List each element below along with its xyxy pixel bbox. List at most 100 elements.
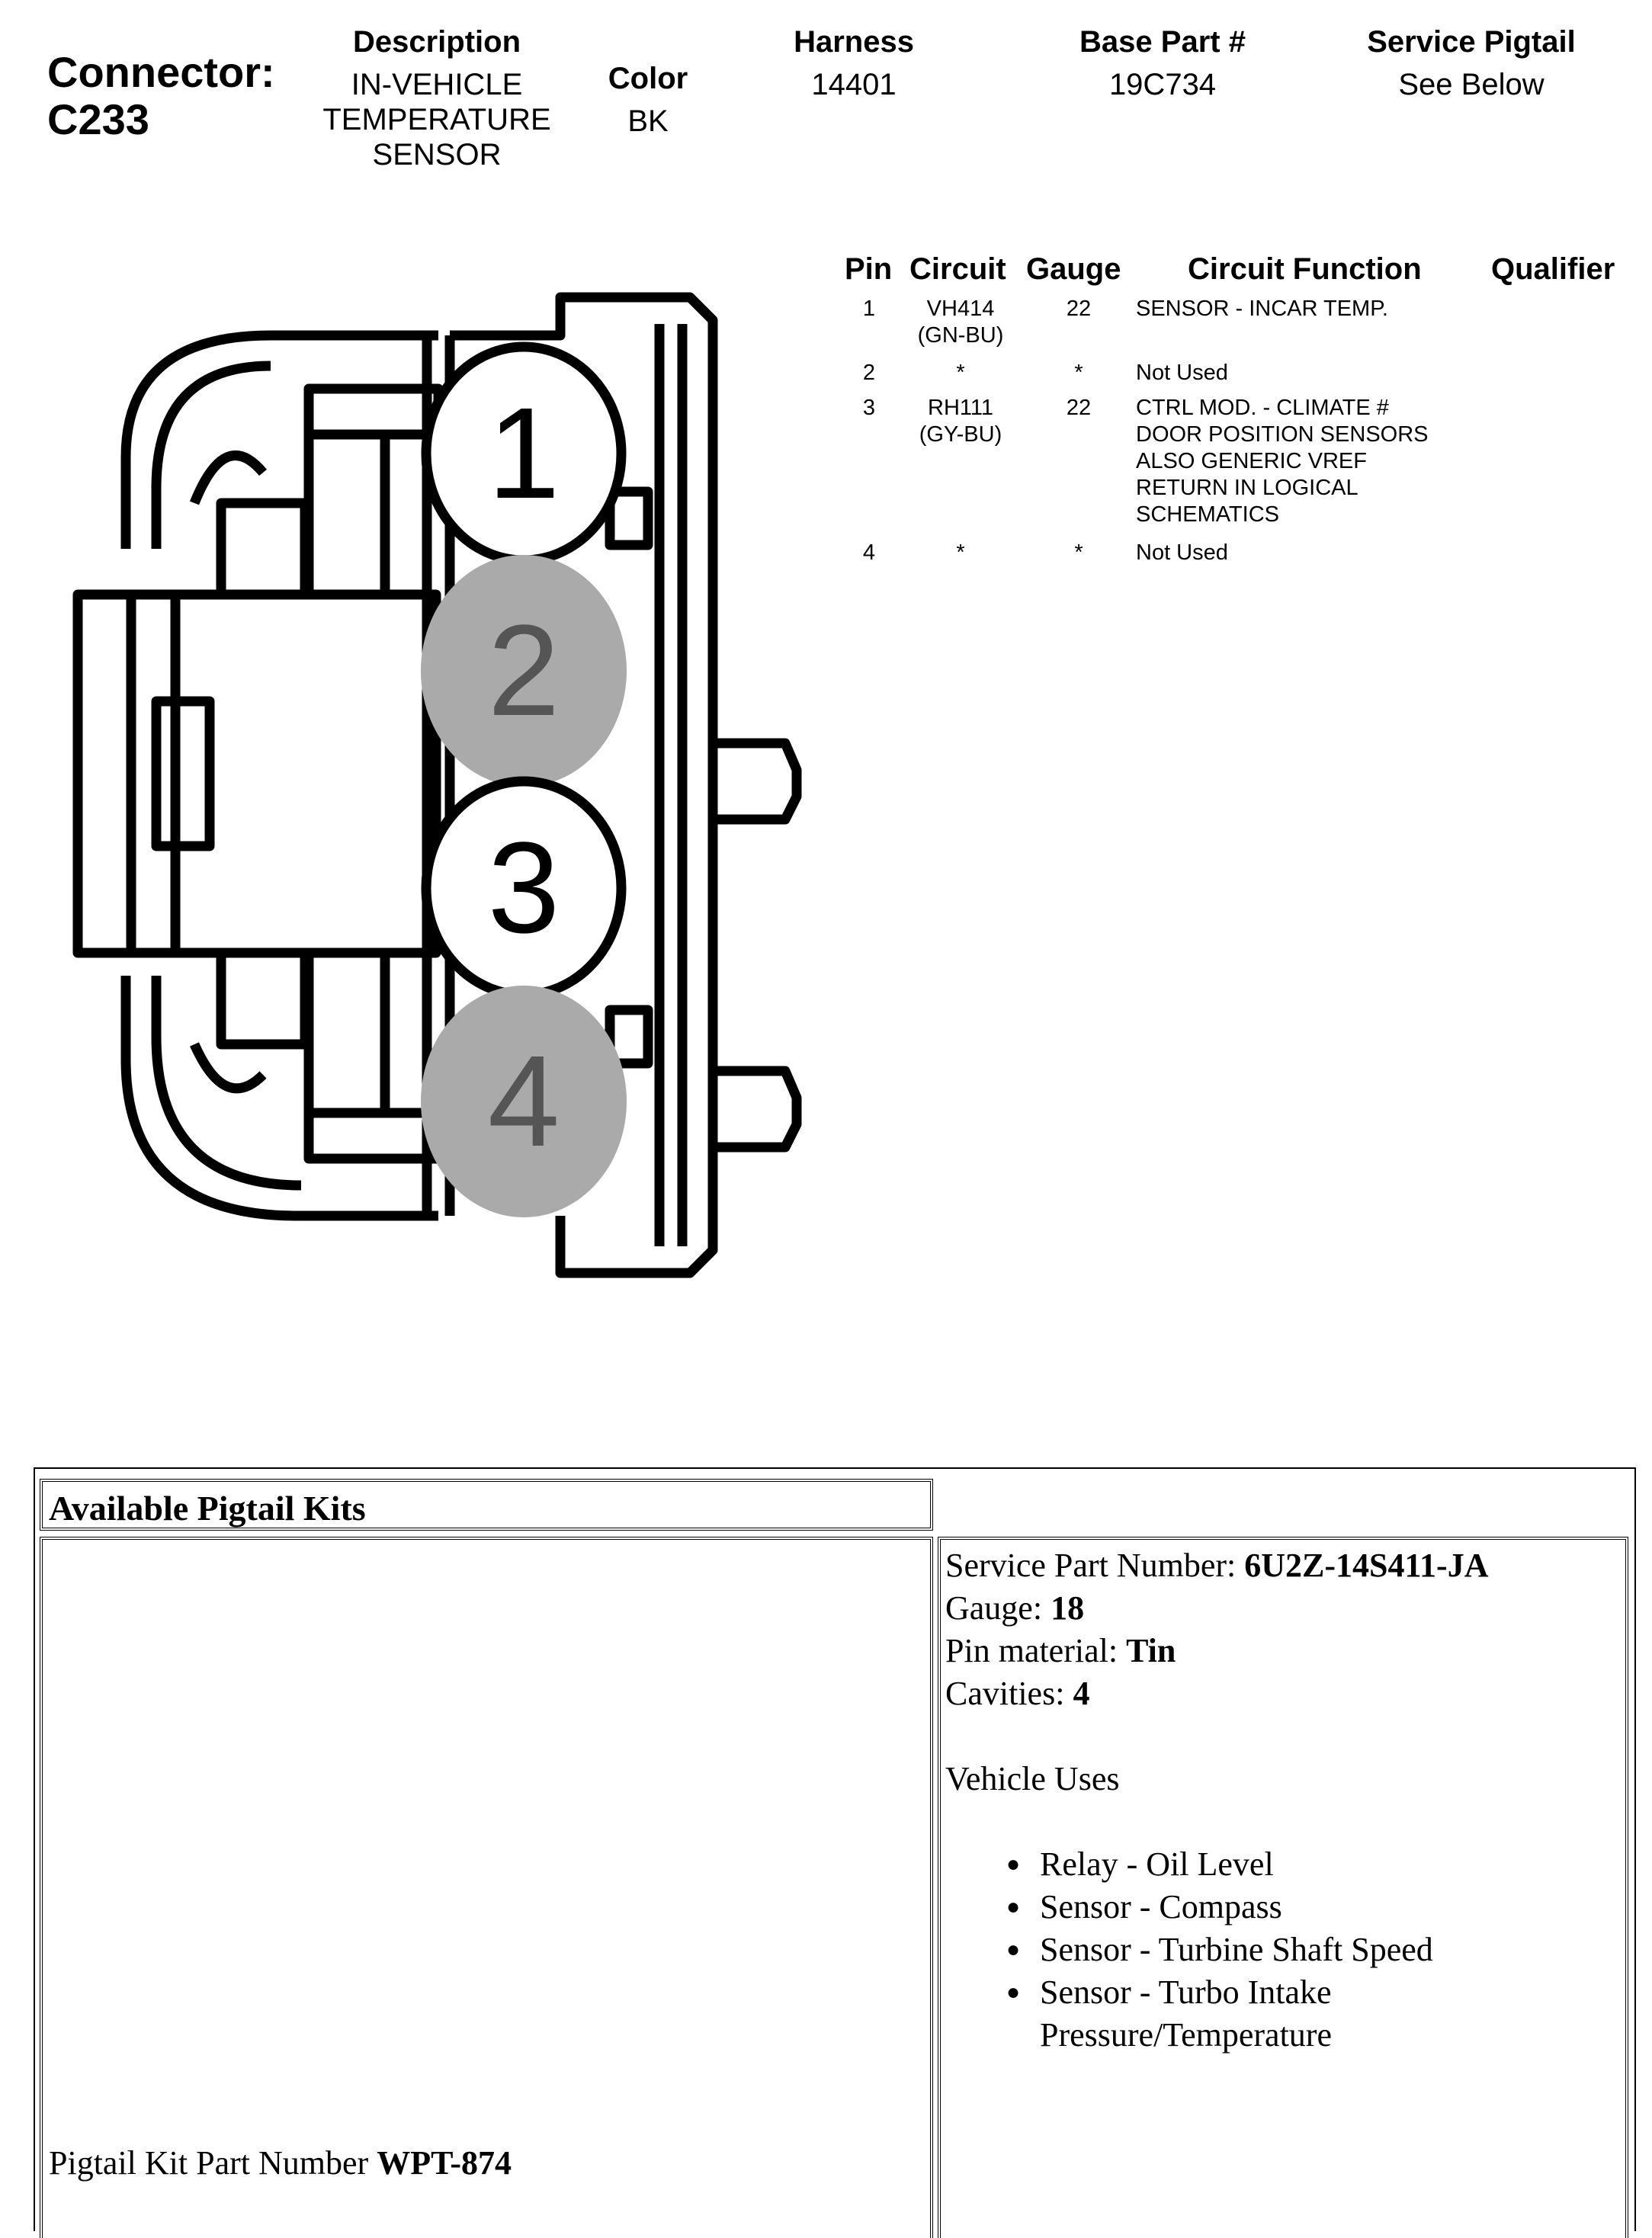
list-item: ● Sensor - Turbine Shaft Speed bbox=[945, 1929, 1624, 1971]
vehicle-uses-label: Vehicle Uses bbox=[945, 1760, 1120, 1797]
description-value: IN-VEHICLE TEMPERATURE SENSOR bbox=[300, 67, 574, 172]
list-item: ● Relay - Oil Level bbox=[945, 1843, 1624, 1886]
pin-material-value: Tin bbox=[1126, 1632, 1176, 1669]
function-line: RETURN IN LOGICAL bbox=[1136, 476, 1358, 500]
pin-label: 3 bbox=[488, 816, 560, 960]
pin-cavities: 1 2 3 4 bbox=[421, 341, 627, 1217]
function-line: SENSOR - INCAR TEMP. bbox=[1136, 297, 1388, 321]
pin-cavity-2: 2 bbox=[421, 555, 627, 787]
function-line: Not Used bbox=[1136, 540, 1228, 565]
pigtail-gauge-value: 18 bbox=[1051, 1589, 1085, 1627]
circuit-line: RH111 bbox=[928, 396, 993, 420]
pin-cavity-1: 1 bbox=[421, 341, 627, 566]
pin-cavity-3: 3 bbox=[421, 776, 627, 1000]
connector-label: Connector: bbox=[47, 48, 275, 96]
table-row-function: Not Used bbox=[1136, 360, 1228, 386]
table-row-pin: 2 bbox=[862, 361, 876, 385]
pin-label: 2 bbox=[488, 598, 560, 743]
function-line: ALSO GENERIC VREF bbox=[1136, 449, 1367, 473]
harness-column: Harness 14401 bbox=[762, 24, 945, 102]
table-row-circuit: VH414 (GN-BU) bbox=[900, 296, 1022, 349]
table-row-circuit: * bbox=[900, 540, 1022, 566]
list-item: ● Sensor - Turbo Intake Pressure/Temperat… bbox=[945, 1971, 1467, 2057]
bullet-icon: ● bbox=[1006, 1937, 1021, 1962]
table-row-gauge: 22 bbox=[1066, 396, 1092, 420]
pigtail-kits-title-text: Available Pigtail Kits bbox=[49, 1489, 366, 1528]
color-label: Color bbox=[608, 62, 688, 95]
list-item-text: Sensor - Turbo Intake Pressure/Temperatu… bbox=[1040, 1973, 1332, 2054]
harness-value: 14401 bbox=[811, 68, 897, 101]
circuit-line: (GN-BU) bbox=[917, 323, 1004, 348]
service-pigtail-value: See Below bbox=[1398, 68, 1545, 101]
description-label: Description bbox=[352, 25, 521, 59]
list-item-text: Relay - Oil Level bbox=[1040, 1845, 1274, 1883]
pigtail-image-panel: Pigtail Kit Part Number WPT-874 bbox=[40, 1537, 933, 2238]
pigtail-kit-part-label: Pigtail Kit Part Number bbox=[49, 2144, 377, 2182]
bullet-icon: ● bbox=[1006, 1894, 1021, 1919]
base-part-value: 19C734 bbox=[1108, 68, 1217, 101]
gauge-header: Gauge bbox=[1026, 252, 1121, 286]
connector-title: Connector: C233 bbox=[47, 49, 275, 143]
circuit-header: Circuit bbox=[909, 252, 1006, 286]
pin-header: Pin bbox=[845, 252, 893, 286]
pin-cavity-4: 4 bbox=[421, 986, 627, 1217]
table-row-pin: 4 bbox=[862, 540, 876, 565]
pin-label: 1 bbox=[488, 381, 560, 526]
circuit-function-header: Circuit Function bbox=[1188, 252, 1422, 286]
table-row-gauge: * bbox=[1074, 540, 1083, 565]
bullet-icon: ● bbox=[1006, 1980, 1021, 2005]
description-column: Description IN-VEHICLE TEMPERATURE SENSO… bbox=[300, 24, 574, 172]
circuit-line: * bbox=[956, 361, 965, 385]
base-part-label: Base Part # bbox=[1079, 25, 1246, 59]
function-line: SCHEMATICS bbox=[1136, 502, 1279, 527]
connector-diagram: 1 2 3 4 bbox=[72, 292, 802, 1278]
function-line: Not Used bbox=[1136, 361, 1228, 385]
pigtail-gauge: Gauge: 18 bbox=[945, 1587, 1624, 1630]
service-pigtail-label: Service Pigtail bbox=[1367, 25, 1576, 59]
table-row-circuit: * bbox=[900, 360, 1022, 386]
connector-id: C233 bbox=[47, 95, 149, 143]
harness-label: Harness bbox=[794, 25, 914, 59]
table-row-function: SENSOR - INCAR TEMP. bbox=[1136, 296, 1388, 322]
color-column: Color BK bbox=[583, 61, 713, 139]
function-line: DOOR POSITION SENSORS bbox=[1136, 422, 1429, 447]
color-value: BK bbox=[627, 104, 669, 138]
service-part-label: Service Part Number: bbox=[945, 1547, 1245, 1584]
table-row-circuit: RH111 (GY-BU) bbox=[900, 395, 1022, 448]
cavities: Cavities: 4 bbox=[945, 1672, 1624, 1715]
circuit-line: VH414 bbox=[926, 297, 995, 321]
cavities-label: Cavities: bbox=[945, 1675, 1073, 1712]
pigtail-kit-part-value: WPT-874 bbox=[377, 2144, 512, 2182]
pigtail-kits-title: Available Pigtail Kits bbox=[40, 1479, 933, 1531]
bullet-icon: ● bbox=[1006, 1852, 1021, 1877]
table-row-pin: 1 bbox=[862, 297, 876, 321]
cavities-value: 4 bbox=[1073, 1675, 1090, 1712]
pin-material: Pin material: Tin bbox=[945, 1630, 1624, 1672]
pigtail-details: Service Part Number: 6U2Z-14S411-JA Gaug… bbox=[945, 1544, 1624, 2057]
service-part-number: Service Part Number: 6U2Z-14S411-JA bbox=[945, 1544, 1624, 1587]
table-row-function: CTRL MOD. - CLIMATE # DOOR POSITION SENS… bbox=[1136, 395, 1429, 528]
pigtail-kits-section bbox=[34, 1467, 1636, 2231]
table-row-gauge: 22 bbox=[1066, 297, 1092, 321]
qualifier-header: Qualifier bbox=[1491, 252, 1615, 286]
list-item-text: Sensor - Turbine Shaft Speed bbox=[1040, 1931, 1433, 1968]
pin-material-label: Pin material: bbox=[945, 1632, 1127, 1669]
circuit-line: (GY-BU) bbox=[919, 422, 1002, 447]
base-part-column: Base Part # 19C734 bbox=[1056, 24, 1269, 102]
pigtail-kit-part: Pigtail Kit Part Number WPT-874 bbox=[49, 2142, 512, 2185]
table-row-pin: 3 bbox=[862, 396, 876, 420]
list-item: ●Sensor - Compass bbox=[945, 1886, 1624, 1929]
description-line: TEMPERATURE bbox=[322, 103, 551, 136]
circuit-line: * bbox=[956, 540, 965, 565]
pin-label: 4 bbox=[488, 1029, 560, 1174]
table-row-function: Not Used bbox=[1136, 540, 1228, 566]
service-pigtail-column: Service Pigtail See Below bbox=[1342, 24, 1601, 102]
description-line: SENSOR bbox=[372, 138, 502, 172]
table-row-gauge: * bbox=[1074, 361, 1083, 385]
vehicle-uses-list: ● Relay - Oil Level ●Sensor - Compass ● Se… bbox=[945, 1843, 1624, 2057]
pigtail-details-panel: Service Part Number: 6U2Z-14S411-JA Gaug… bbox=[938, 1537, 1628, 2238]
pigtail-gauge-label: Gauge: bbox=[945, 1589, 1051, 1627]
function-line: CTRL MOD. - CLIMATE # bbox=[1136, 396, 1389, 420]
service-part-value: 6U2Z-14S411-JA bbox=[1244, 1547, 1489, 1584]
